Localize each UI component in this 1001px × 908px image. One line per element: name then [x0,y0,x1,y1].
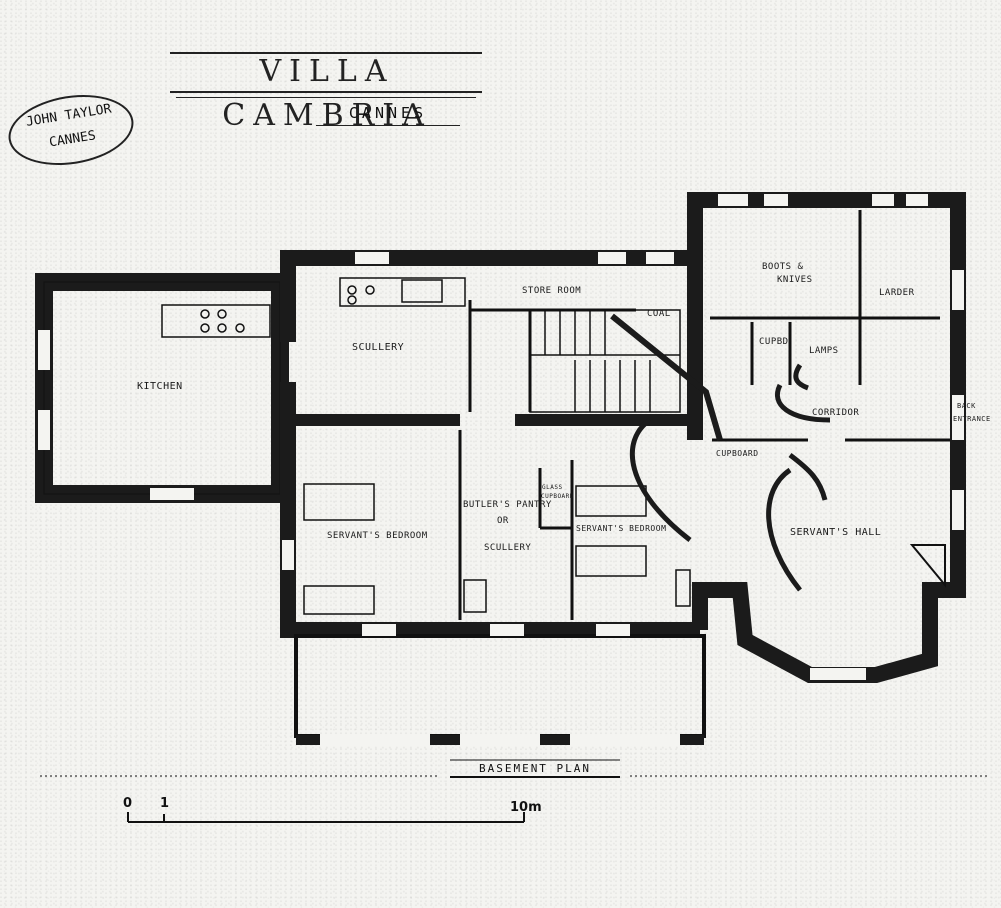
main-block-walls [280,250,700,638]
title-rule-bottom [170,91,482,93]
room-label-servants-bedroom-left: SERVANT'S BEDROOM [327,531,428,541]
room-label-servants-bedroom-right: SERVANT'S BEDROOM [576,524,667,533]
title-rule-bottom-2 [176,97,476,98]
room-label-pantry-3: SCULLERY [484,543,532,553]
right-wing-walls [687,192,966,683]
room-label-glass-1: GLASS [542,484,563,491]
room-label-pantry-2: OR [497,516,509,526]
room-label-boots-2: KNIVES [777,275,813,285]
chute-line [610,313,723,441]
window-openings [38,194,964,746]
room-label-lamps: LAMPS [809,346,839,356]
room-label-glass-2: CUPBOARD [541,493,574,500]
room-label-corridor: CORRIDOR [812,408,860,418]
scale-label-0: 0 [123,796,133,811]
room-label-cupboard: CUPBOARD [716,449,759,458]
scale-label-1: 1 [160,796,170,811]
room-label-cupbd: CUPBD [759,337,789,347]
plan-title-rules [40,759,990,778]
kitchen-range [161,304,271,338]
door-swings [629,363,831,592]
room-label-scullery: SCULLERY [352,342,405,353]
room-label-back-2: ENTRANCE [953,415,991,423]
room-label-coal: COAL [647,309,671,319]
room-label-larder: LARDER [879,288,915,298]
room-label-pantry-1: BUTLER'S PANTRY [463,500,552,510]
room-label-kitchen: KITCHEN [137,381,183,392]
staircase [529,309,681,413]
scale-label-10m: 10m [510,800,542,815]
room-label-back-1: BACK [957,402,976,410]
scullery-fittings [339,277,466,307]
furniture [303,483,691,615]
bay-window-seat [909,544,946,588]
terrace-walls [294,634,706,745]
room-label-store-room: STORE ROOM [522,286,582,296]
plan-title: BASEMENT PLAN [478,762,592,775]
subtitle-rule [316,125,460,126]
title-rule-top [170,52,482,54]
drawing-subtitle: CANNES [348,104,428,122]
drawing-title: VILLA CAMBRIA [222,54,432,133]
room-label-servants-hall: SERVANT'S HALL [790,527,882,538]
scale-bar [127,812,525,823]
room-label-boots-1: BOOTS & [762,262,804,272]
